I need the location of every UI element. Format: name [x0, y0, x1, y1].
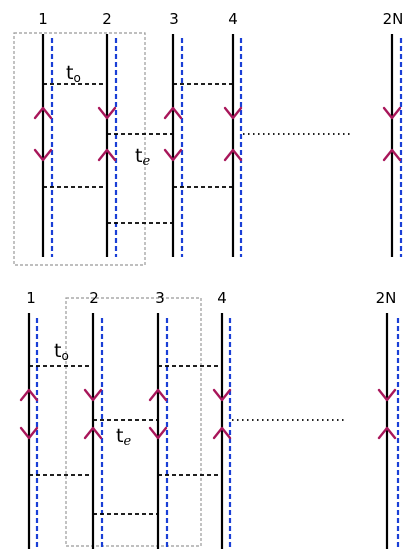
- top-site-label-2: 2: [102, 10, 112, 28]
- top-arrow-down-3: [163, 148, 183, 162]
- top-bonds: [43, 83, 233, 224]
- bottom-site-label-1: 1: [26, 289, 36, 307]
- top-arrow-up-3: [163, 106, 183, 120]
- top-arrow-down-1: [33, 148, 53, 162]
- bottom-bonds: [29, 365, 222, 515]
- bottom-arrow-up-2N: [377, 426, 397, 440]
- top-site-label-2N: 2N: [383, 10, 404, 28]
- top-arrow-down-2N: [382, 106, 402, 120]
- top-site-label-1: 1: [38, 10, 48, 28]
- bottom-arrow-up-4: [212, 426, 232, 440]
- top-site-label-3: 3: [169, 10, 179, 28]
- top-arrow-up-2N: [382, 148, 402, 162]
- bottom-site-label-2N: 2N: [376, 289, 397, 307]
- bottom-site-label-4: 4: [217, 289, 227, 307]
- bottom-site-label-2: 2: [89, 289, 99, 307]
- bottom-arrow-down-1: [19, 426, 39, 440]
- top-arrows: [33, 106, 402, 162]
- bottom-arrow-down-4: [212, 388, 232, 402]
- bottom-site-label-3: 3: [155, 289, 165, 307]
- top-arrow-down-4: [223, 106, 243, 120]
- top-t-even-label: te: [135, 145, 150, 169]
- bottom-arrow-up-2: [83, 426, 103, 440]
- bottom-chain-lines: [27, 313, 389, 549]
- bottom-arrow-up-3: [148, 388, 168, 402]
- top-t-odd-label: to: [66, 62, 81, 85]
- bottom-t-even-label: te: [116, 425, 131, 449]
- top-arrow-down-2: [97, 106, 117, 120]
- bottom-t-odd-label: to: [54, 340, 69, 363]
- bottom-arrow-up-1: [19, 388, 39, 402]
- top-panel: 1 2 3 4 2N: [13, 10, 404, 266]
- bottom-arrow-down-2N: [377, 388, 397, 402]
- bottom-arrows: [19, 388, 397, 440]
- top-unit-cell-box: [13, 32, 146, 266]
- top-partner-lines: [50, 38, 403, 257]
- top-site-label-4: 4: [228, 10, 238, 28]
- bottom-arrow-down-3: [148, 426, 168, 440]
- bottom-arrow-down-2: [83, 388, 103, 402]
- bottom-partner-lines: [35, 318, 400, 549]
- bottom-panel: 1 2 3 4 2N: [19, 289, 400, 549]
- top-arrow-up-2: [97, 148, 117, 162]
- bottom-unit-cell-box: [65, 297, 202, 547]
- top-arrow-up-4: [223, 148, 243, 162]
- top-arrow-up-1: [33, 106, 53, 120]
- top-chain-lines: [41, 34, 394, 257]
